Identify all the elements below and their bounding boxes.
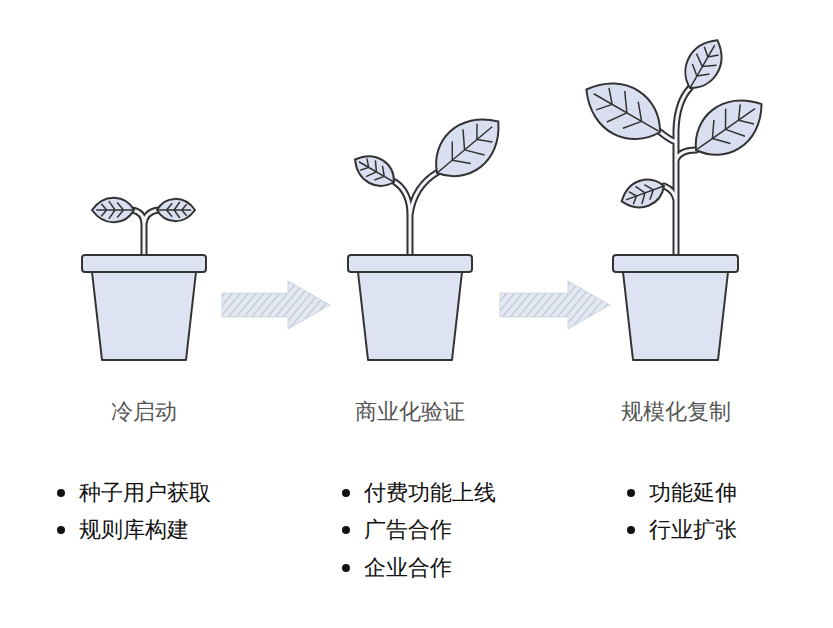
stage-heading: 规模化复制 — [621, 397, 731, 427]
leaf — [422, 104, 513, 191]
bullet-item: 规则库构建 — [55, 515, 189, 545]
pot-rim — [82, 255, 206, 272]
stem-outline — [660, 88, 696, 258]
stage-node: 冷启动种子用户获取规则库构建 — [42, 240, 222, 600]
grown-plant — [574, 32, 775, 360]
bullet-item: 行业扩张 — [625, 515, 737, 545]
pot-rim — [613, 255, 738, 272]
stage-heading: 商业化验证 — [355, 397, 465, 427]
leaf — [574, 68, 673, 154]
block-arrow — [222, 281, 330, 329]
leaf — [92, 198, 134, 223]
bullet-item: 付费功能上线 — [340, 478, 496, 508]
seedling — [82, 198, 206, 360]
bullet-item: 种子用户获取 — [55, 478, 211, 508]
stage-heading: 冷启动 — [111, 397, 177, 427]
bullet-item: 功能延伸 — [625, 478, 737, 508]
stem-outline — [132, 210, 158, 258]
leaf — [157, 199, 195, 221]
stage-node: 商业化验证付费功能上线广告合作企业合作 — [330, 240, 500, 600]
leaf — [676, 32, 731, 96]
leaf — [348, 148, 400, 193]
block-arrow — [500, 281, 610, 329]
leaf — [683, 85, 775, 169]
bullet-item: 企业合作 — [340, 553, 452, 583]
stem-fill — [660, 88, 696, 258]
pot-body — [92, 272, 196, 360]
young-plant — [348, 104, 513, 360]
bullet-item: 广告合作 — [340, 515, 452, 545]
pot-body — [623, 272, 728, 360]
stem-outline — [395, 172, 438, 258]
stem-fill — [132, 210, 158, 258]
pot-rim — [348, 255, 472, 272]
stem-fill — [395, 172, 438, 258]
leaf — [617, 174, 668, 214]
stage-node: 规模化复制功能延伸行业扩张 — [610, 240, 810, 600]
pot-body — [358, 272, 462, 360]
